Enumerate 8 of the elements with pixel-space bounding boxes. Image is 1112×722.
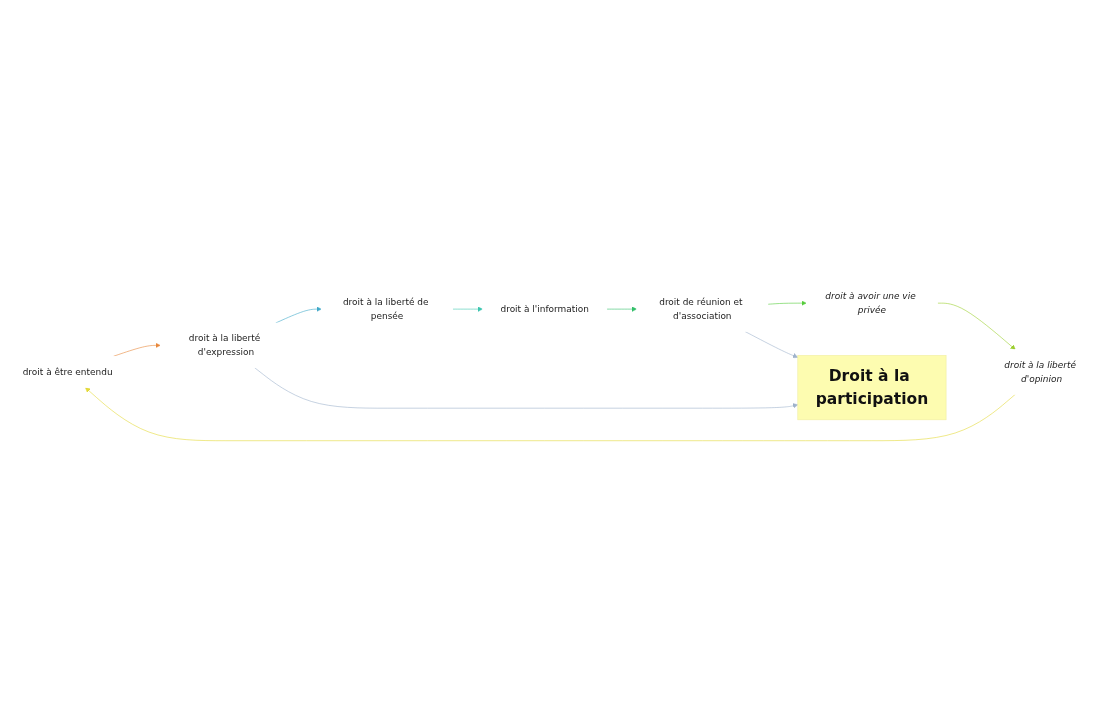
node-box: Droit à la participation [797, 355, 947, 421]
node-text: droit à avoir une vie privée [825, 291, 916, 316]
node-text: droit à l'information [500, 303, 589, 315]
node-text: droit à la liberté d'opinion [1004, 359, 1077, 385]
node-text: droit à la liberté de pensée [342, 297, 429, 322]
node-text: droit de réunion et d'association [659, 297, 743, 322]
node-text: droit à être entendu [22, 366, 113, 378]
node-text: droit à la liberté d'expression [188, 333, 261, 358]
